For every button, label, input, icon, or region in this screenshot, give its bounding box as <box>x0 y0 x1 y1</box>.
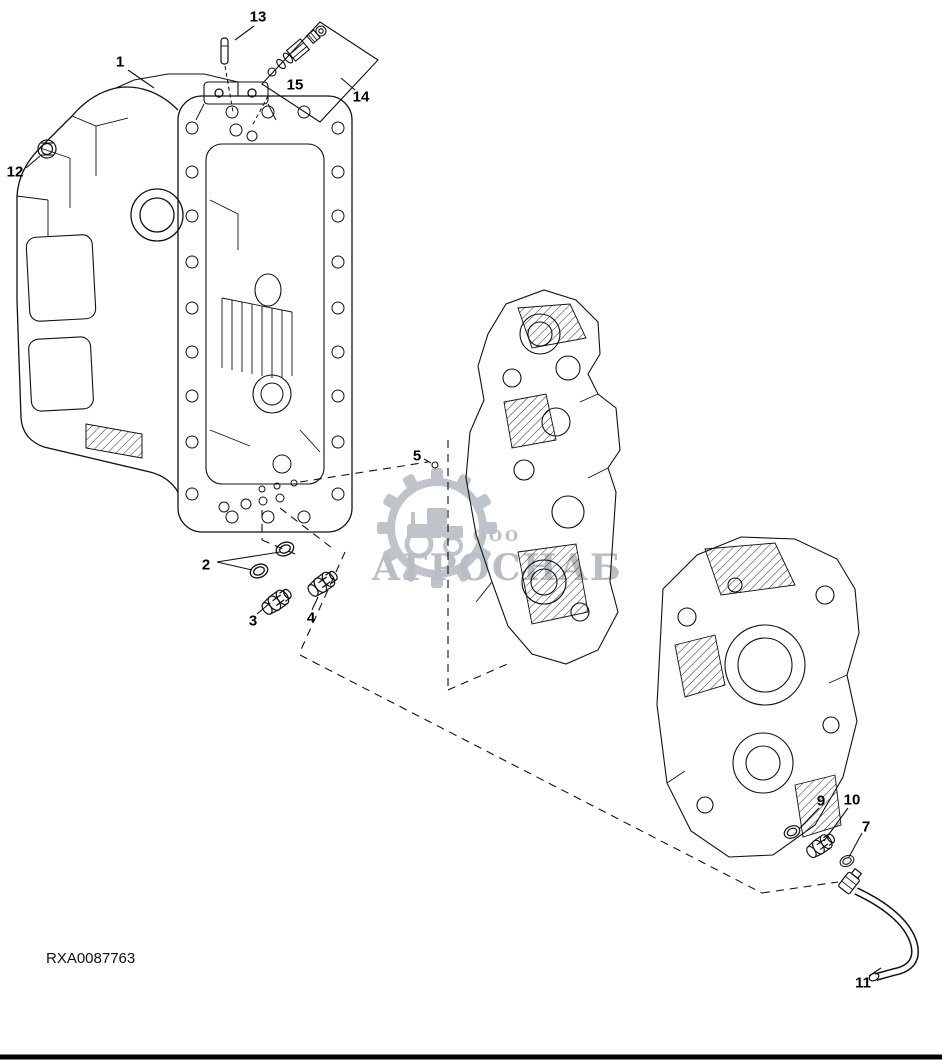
callout-11: 11 <box>855 974 871 992</box>
oil-tube <box>838 867 919 982</box>
callout-1: 1 <box>115 53 125 71</box>
assembly-dashed-lines <box>261 440 839 894</box>
callout-4: 4 <box>306 609 316 627</box>
valve-block-right <box>656 536 860 858</box>
transmission-housing <box>16 73 353 533</box>
callout-2: 2 <box>201 556 211 574</box>
callout-14: 14 <box>352 88 370 106</box>
plug-fitting <box>37 139 57 159</box>
watermark-company-name: АГРОСНАБ <box>371 547 622 589</box>
fitting-group-left <box>247 538 342 618</box>
figure-reference-code: RXA0087763 <box>46 950 136 967</box>
bottom-ports <box>218 479 298 513</box>
sensor-kit <box>251 21 379 127</box>
callout-15: 15 <box>286 76 304 94</box>
callout-13: 13 <box>249 8 267 26</box>
dowel-pin <box>220 37 234 113</box>
watermark-company-prefix: ООО <box>473 527 521 545</box>
callout-leader-lines <box>25 25 882 977</box>
callout-9: 9 <box>816 792 826 810</box>
valve-block-middle <box>465 289 621 665</box>
callout-5: 5 <box>412 447 422 465</box>
flange-bolt-holes <box>185 105 345 524</box>
callout-12: 12 <box>6 163 24 181</box>
callout-10: 10 <box>843 791 861 809</box>
callout-7: 7 <box>861 818 871 836</box>
callout-3: 3 <box>248 612 258 630</box>
watermark-logo: ООО АГРОСНАБ <box>371 468 622 589</box>
